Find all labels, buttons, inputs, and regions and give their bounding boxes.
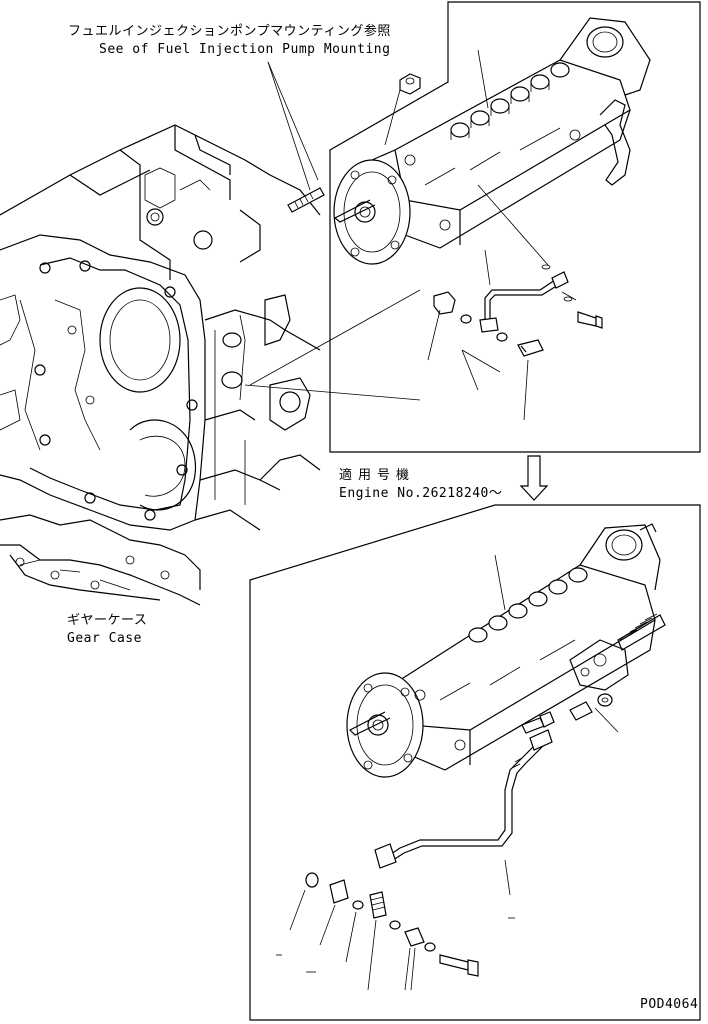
- washer-icon: [460, 314, 472, 324]
- engine-no-label-jp: 適用号機: [339, 468, 416, 483]
- lower-injector-row: [468, 567, 588, 643]
- gear-case-label-en: Gear Case: [67, 631, 142, 646]
- screen-filter-icon: [369, 891, 387, 919]
- hex-bolt-icon: [439, 954, 469, 971]
- banjo-bolt-icon: [517, 339, 544, 357]
- o-ring-icon: [305, 872, 319, 888]
- pump-mounting-ref-label-en: See of Fuel Injection Pump Mounting: [99, 42, 391, 57]
- gear-case-engine-block: [0, 124, 321, 606]
- upper-leader-lines: [249, 49, 549, 421]
- upper-detail-frame: [329, 1, 701, 453]
- lower-leader-lines: [244, 384, 619, 991]
- pump-mounting-ref-label-jp: フュエルインジェクションポンプマウンティング参照: [68, 24, 391, 39]
- upper-loose-parts: [287, 73, 603, 357]
- drawing-code: POD4064: [640, 997, 699, 1012]
- plug-icon: [329, 879, 349, 904]
- fitting-icon: [433, 291, 456, 315]
- lower-detail-frame: [249, 504, 701, 1021]
- lower-loose-parts: [305, 693, 613, 977]
- gear-case-label-jp: ギヤーケース: [67, 613, 148, 628]
- upper-injector-row: [450, 62, 570, 140]
- engine-no-label-en: Engine No.26218240～: [339, 486, 503, 501]
- upper-fuel-injection-pump: [333, 17, 651, 265]
- fuel-pipe-icon: [484, 279, 556, 325]
- stud-icon: [287, 187, 325, 213]
- lower-fuel-injection-pump: [346, 523, 666, 778]
- down-arrow-icon: [519, 455, 549, 501]
- long-fuel-pipe-icon: [384, 739, 541, 859]
